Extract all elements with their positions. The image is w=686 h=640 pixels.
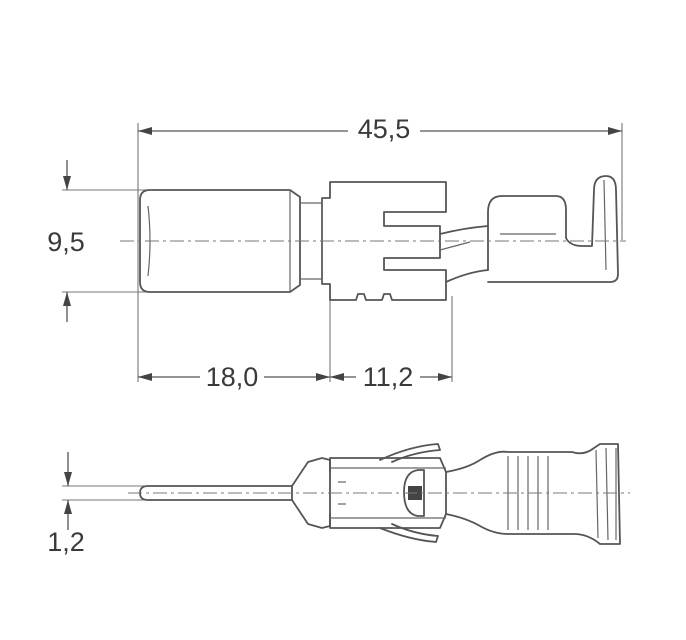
arrowhead xyxy=(438,373,452,381)
pin xyxy=(139,485,293,501)
overall-length-label: 45,5 xyxy=(358,114,411,144)
arrowhead xyxy=(63,292,71,306)
arrowhead xyxy=(608,127,622,135)
arrowhead xyxy=(316,373,330,381)
transition-neck xyxy=(439,225,489,283)
side-view: 1,2 xyxy=(47,443,630,557)
lower-length-dimensions: 18,0 11,2 xyxy=(138,362,452,392)
arrowhead xyxy=(63,176,71,190)
height-dimension: 9,5 xyxy=(47,160,85,322)
overall-length-dimension: 45,5 xyxy=(138,110,622,144)
height-label: 9,5 xyxy=(47,227,85,257)
wire-crimp xyxy=(487,175,619,283)
arrowhead xyxy=(138,373,152,381)
barrel-length-label: 18,0 xyxy=(206,362,259,392)
arrowhead xyxy=(138,127,152,135)
contact-length-label: 11,2 xyxy=(363,362,414,392)
top-view: 45,5 9,5 18,0 11,2 xyxy=(47,110,626,392)
pin-thickness-dimension: 1,2 xyxy=(47,452,150,557)
arrowhead xyxy=(330,373,344,381)
crimp-side xyxy=(445,443,621,545)
arrowhead xyxy=(64,500,72,514)
arrowhead xyxy=(64,472,72,486)
pin-thickness-label: 1,2 xyxy=(47,527,85,557)
